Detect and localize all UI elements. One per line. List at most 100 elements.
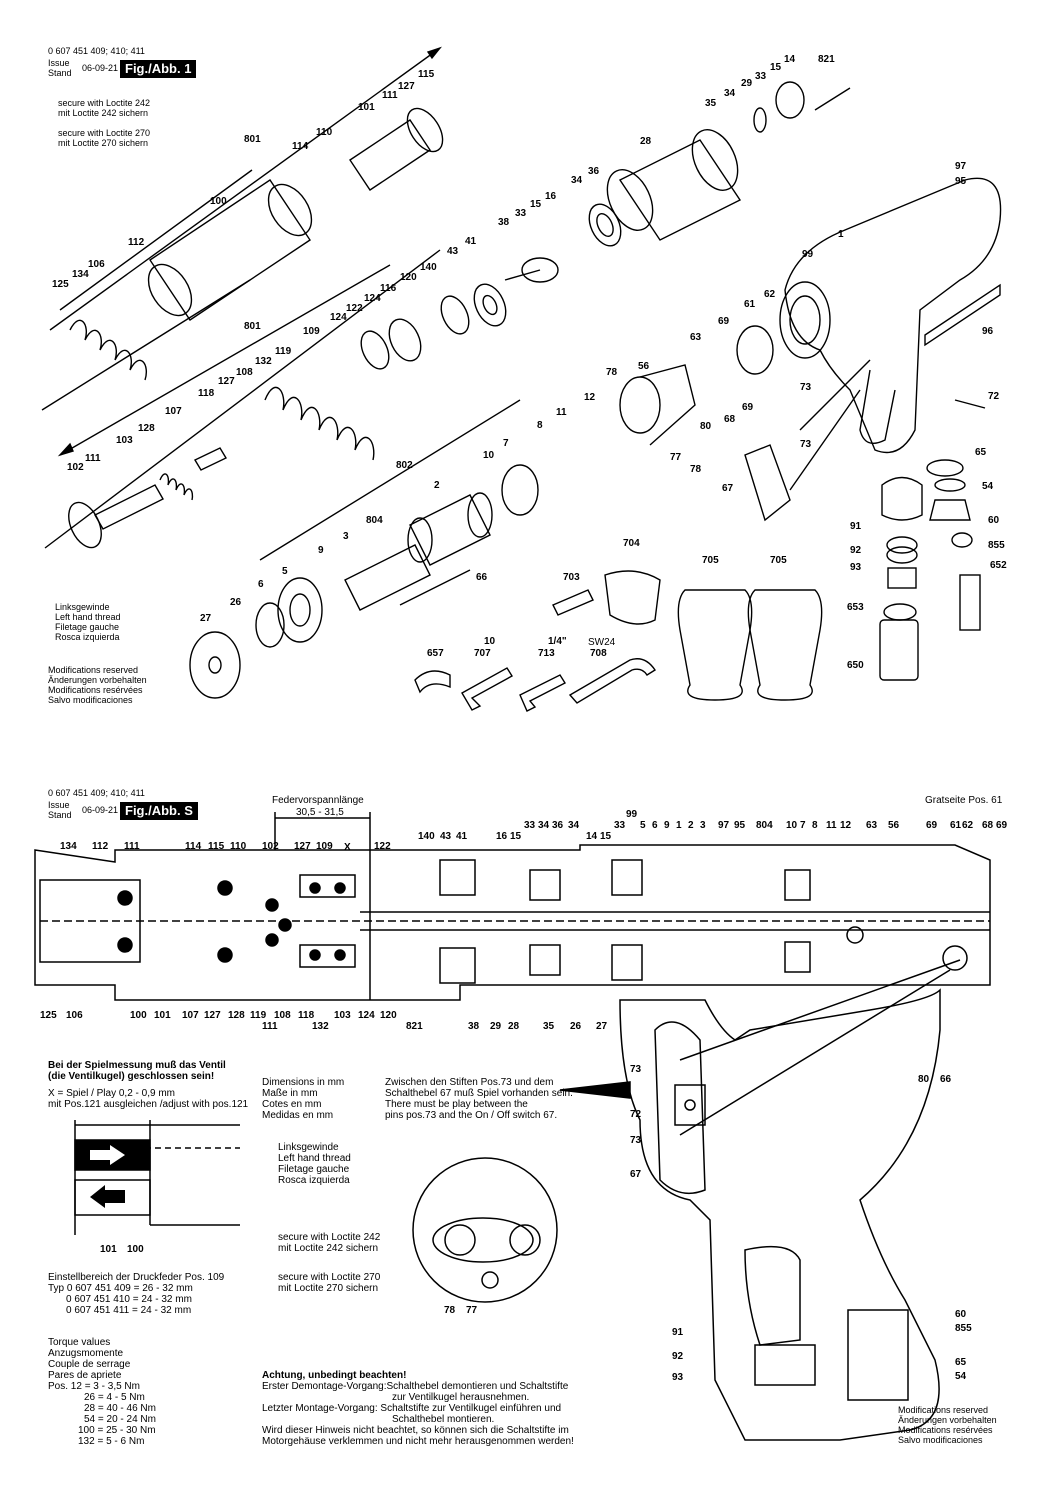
part-label: 78 — [690, 464, 702, 475]
part-label: 14 — [784, 54, 796, 65]
torque-title-1: Torque values — [48, 1337, 111, 1348]
part-label: 78 — [444, 1305, 456, 1316]
pins-note-3: There must be play between the — [385, 1099, 528, 1110]
part-label: 68 — [982, 820, 994, 831]
part-label: 92 — [850, 545, 862, 556]
x-marker: X — [344, 842, 351, 853]
part-label: 26 — [230, 597, 242, 608]
top-loctite242-line1: secure with Loctite 242 — [58, 98, 151, 108]
attention-line-2: zur Ventilkugel herausnehmen. — [392, 1392, 530, 1403]
part-label: 116 — [380, 283, 397, 294]
burr-side-note: Gratseite Pos. 61 — [925, 795, 1003, 806]
bottom-loctite270-2: mit Loctite 270 sichern — [278, 1283, 379, 1294]
part-label: 101 — [358, 102, 375, 113]
measure-note-2: (die Ventilkugel) geschlossen sein! — [48, 1071, 215, 1082]
part-label: 801 — [244, 134, 261, 145]
part-label: 120 — [380, 1010, 397, 1021]
spring-range-3: 0 607 451 411 = 24 - 32 mm — [66, 1305, 192, 1316]
part-label: 8 — [812, 820, 818, 831]
part-label: 1 — [838, 229, 844, 240]
attention-line-4: Schalthebel montieren. — [392, 1414, 495, 1425]
top-left-thread-3: Filetage gauche — [55, 622, 120, 632]
part-label: 707 — [474, 648, 491, 659]
part-label: 62 — [764, 289, 776, 300]
part-label: 80 — [700, 421, 712, 432]
part-label: 134 — [60, 841, 77, 852]
part-label: 60 — [955, 1309, 967, 1320]
part-label: 15 — [600, 831, 612, 842]
part-label: 7 — [800, 820, 806, 831]
part-label: 106 — [88, 259, 105, 270]
top-part-numbers: 0 607 451 409; 410; 411 — [48, 46, 145, 56]
spec-sw24: SW24 — [588, 637, 616, 648]
part-label: 100 — [210, 196, 227, 207]
bottom-modifications-4: Salvo modificaciones — [898, 1435, 983, 1445]
part-label: 56 — [638, 361, 650, 372]
part-label: 95 — [955, 176, 967, 187]
part-label: 43 — [447, 246, 459, 257]
part-label: 125 — [52, 279, 69, 290]
part-label: 802 — [396, 460, 413, 471]
play-note-1: X = Spiel / Play 0,2 - 0,9 mm — [48, 1088, 175, 1099]
part-label: 1 — [676, 820, 682, 831]
part-label: 33 — [614, 820, 626, 831]
top-loctite270-line2: mit Loctite 270 sichern — [58, 138, 149, 148]
part-label: 108 — [274, 1010, 291, 1021]
part-label: 34 — [724, 88, 736, 99]
part-label: 95 — [734, 820, 746, 831]
part-label: 41 — [456, 831, 468, 842]
pins-note-4: pins pos.73 and the On / Off switch 67. — [385, 1110, 558, 1121]
part-label: 109 — [303, 326, 320, 337]
attention-title: Achtung, unbedingt beachten! — [262, 1370, 407, 1381]
part-label: 27 — [596, 1021, 608, 1032]
part-label: 101 — [100, 1244, 117, 1255]
part-label: 103 — [334, 1010, 351, 1021]
part-label: 5 — [282, 566, 288, 577]
part-label: 100 — [130, 1010, 147, 1021]
attention-line-3: Letzter Montage-Vorgang: Schaltstifte zu… — [262, 1403, 562, 1414]
part-label: 102 — [67, 462, 84, 473]
part-label: 38 — [498, 217, 510, 228]
part-label: 115 — [208, 841, 225, 852]
bottom-left-thread-2: Left hand thread — [278, 1153, 351, 1164]
part-label: 132 — [255, 356, 272, 367]
part-label: 110 — [316, 127, 333, 138]
part-label: 36 — [588, 166, 600, 177]
part-label: 33 — [755, 71, 767, 82]
part-label: 66 — [476, 572, 488, 583]
top-loctite242-line2: mit Loctite 242 sichern — [58, 108, 149, 118]
part-label: 127 — [204, 1010, 221, 1021]
part-label: 118 — [298, 1010, 315, 1021]
part-label: 101 — [154, 1010, 171, 1021]
torque-value-1: Pos. 12 = 3 - 3,5 Nm — [48, 1381, 140, 1392]
part-label: 705 — [770, 555, 787, 566]
top-left-thread-1: Linksgewinde — [55, 602, 110, 612]
top-modifications-2: Änderungen vorbehalten — [48, 675, 147, 685]
dimensions-1: Dimensions in mm — [262, 1077, 345, 1088]
part-label: 14 — [586, 831, 598, 842]
part-label: 108 — [236, 367, 253, 378]
part-label: 119 — [275, 346, 292, 357]
dimensions-2: Maße in mm — [262, 1088, 318, 1099]
top-date: 06-09-21 — [82, 63, 119, 73]
part-label: 100 — [127, 1244, 144, 1255]
part-label: 66 — [940, 1074, 952, 1085]
top-left-thread-2: Left hand thread — [55, 612, 121, 622]
spec-10mm: 10 — [484, 636, 496, 647]
part-label: 73 — [630, 1135, 642, 1146]
part-label: 73 — [800, 439, 812, 450]
bottom-modifications-2: Änderungen vorbehalten — [898, 1415, 997, 1425]
part-label: 69 — [718, 316, 730, 327]
measure-note-1: Bei der Spielmessung muß das Ventil — [48, 1060, 226, 1071]
part-label: 61 — [744, 299, 756, 310]
bottom-loctite270-1: secure with Loctite 270 — [278, 1272, 381, 1283]
part-label: 804 — [366, 515, 383, 526]
part-label: 125 — [40, 1010, 57, 1021]
part-label: 650 — [847, 660, 864, 671]
part-label: 107 — [165, 406, 182, 417]
spec-quarter: 1/4" — [548, 636, 567, 647]
part-label: 99 — [626, 809, 638, 820]
bottom-left-thread-1: Linksgewinde — [278, 1142, 339, 1153]
part-label: 97 — [718, 820, 730, 831]
